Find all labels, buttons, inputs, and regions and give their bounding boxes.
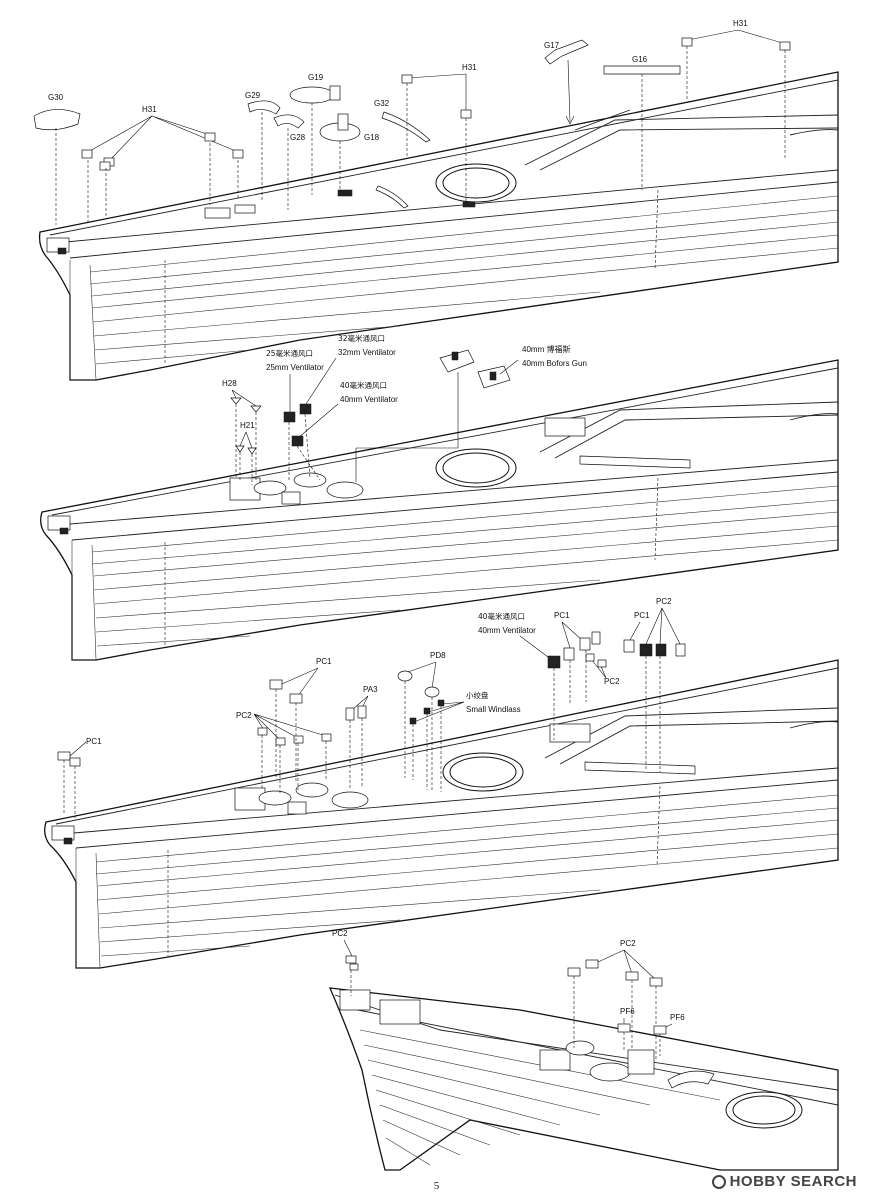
hobby-search-watermark: HOBBY SEARCH	[711, 1173, 857, 1190]
part-PC1-PC2-mid: PC1 PC2	[554, 611, 620, 705]
label-G29: G29	[245, 91, 261, 100]
part-vent40-step3: 40毫米通风口 40mm Ventilator	[478, 611, 561, 740]
label-vent40-en-3: 40mm Ventilator	[478, 626, 536, 635]
part-PC2-superstructure: PC2	[567, 939, 663, 1060]
label-bofors-en: 40mm Bofors Gun	[522, 359, 587, 368]
label-windlass-cn: 小绞盘	[466, 690, 489, 700]
label-G19: G19	[308, 73, 324, 82]
label-PC1-right1: PC1	[554, 611, 570, 620]
label-PC2-step4-right: PC2	[620, 939, 636, 948]
label-bofors-cn: 40mm 博福斯	[522, 344, 570, 354]
part-H31-left: H31	[81, 105, 244, 222]
part-G18: G18	[319, 113, 380, 192]
label-vent40-cn: 40毫米通风口	[340, 380, 387, 390]
part-G16: G16	[603, 55, 681, 190]
label-H21: H21	[240, 421, 255, 430]
label-H31-left: H31	[142, 105, 157, 114]
label-vent25-en: 25mm Ventilator	[266, 363, 324, 372]
label-vent32-cn: 32毫米通风口	[338, 333, 385, 343]
label-vent40-cn-3: 40毫米通风口	[478, 611, 525, 621]
label-G18: G18	[364, 133, 380, 142]
label-PC2-left: PC2	[236, 711, 252, 720]
part-H28-H21: H28 H21	[222, 379, 262, 485]
watermark-text: HOBBY SEARCH	[729, 1173, 857, 1190]
label-G17: G17	[544, 41, 560, 50]
label-H31-right: H31	[733, 19, 748, 28]
part-PC1-PC2-forecastle: PC1 PC2	[236, 657, 332, 795]
label-H28: H28	[222, 379, 237, 388]
step-2-diagram: 25毫米通风口 25mm Ventilator 32毫米通风口 32mm Ven…	[40, 333, 839, 661]
part-H31-right: H31	[681, 19, 791, 160]
label-PA3: PA3	[363, 685, 378, 694]
label-PC1-left: PC1	[86, 737, 102, 746]
part-PC1-bow: PC1	[57, 737, 102, 818]
step-1-diagram: G30 H31 G29 G28 G19	[33, 19, 839, 381]
label-vent32-en: 32mm Ventilator	[338, 348, 396, 357]
label-windlass-en: Small Windlass	[466, 705, 521, 714]
label-PF6-right: PF6	[670, 1013, 685, 1022]
label-PF6-left: PF6	[620, 1007, 635, 1016]
part-PC2-bow: PC2	[332, 929, 359, 996]
part-H31-mid: H31	[401, 63, 477, 205]
part-bofors-gun: 40mm 博福斯 40mm Bofors Gun	[355, 344, 587, 482]
label-vent40-en: 40mm Ventilator	[340, 395, 398, 404]
label-G16: G16	[632, 55, 648, 64]
step-1-hull	[38, 71, 839, 381]
step-2-hull	[40, 359, 839, 661]
part-PC1-PC2-right: PC1 PC2	[623, 597, 686, 772]
label-PC1-mid: PC1	[316, 657, 332, 666]
part-G30: G30	[33, 93, 81, 225]
page-number: 5	[433, 1180, 440, 1192]
step-4-diagram: PC2 PC2 PF6 PF6	[328, 929, 839, 1171]
step-3-diagram: PC1 PC1 PC2 PA3 PD8	[44, 597, 839, 969]
part-G17: G17	[544, 39, 589, 125]
label-vent25-cn: 25毫米通风口	[266, 348, 313, 358]
label-PC2-mid: PC2	[604, 677, 620, 686]
part-PD8-windlass: PD8 小绞盘 Small Windlass	[397, 651, 521, 792]
label-PC2-right: PC2	[656, 597, 672, 606]
watermark-logo-icon	[711, 1175, 726, 1189]
part-PA3: PA3	[345, 685, 378, 790]
label-PD8: PD8	[430, 651, 446, 660]
label-PC1-right2: PC1	[634, 611, 650, 620]
step-3-hull	[44, 659, 839, 969]
label-G32: G32	[374, 99, 390, 108]
part-G32: G32	[374, 99, 431, 209]
vent-callouts: 25毫米通风口 25mm Ventilator 32毫米通风口 32mm Ven…	[266, 333, 398, 482]
label-PC2-step4-left: PC2	[332, 929, 348, 938]
label-G28: G28	[290, 133, 306, 142]
part-G19: G19	[289, 73, 341, 195]
label-H31-mid: H31	[462, 63, 477, 72]
part-G29: G29 G28	[245, 91, 306, 210]
label-G30: G30	[48, 93, 64, 102]
step-4-hull	[328, 987, 839, 1171]
part-PF6: PF6 PF6	[617, 1007, 685, 1056]
